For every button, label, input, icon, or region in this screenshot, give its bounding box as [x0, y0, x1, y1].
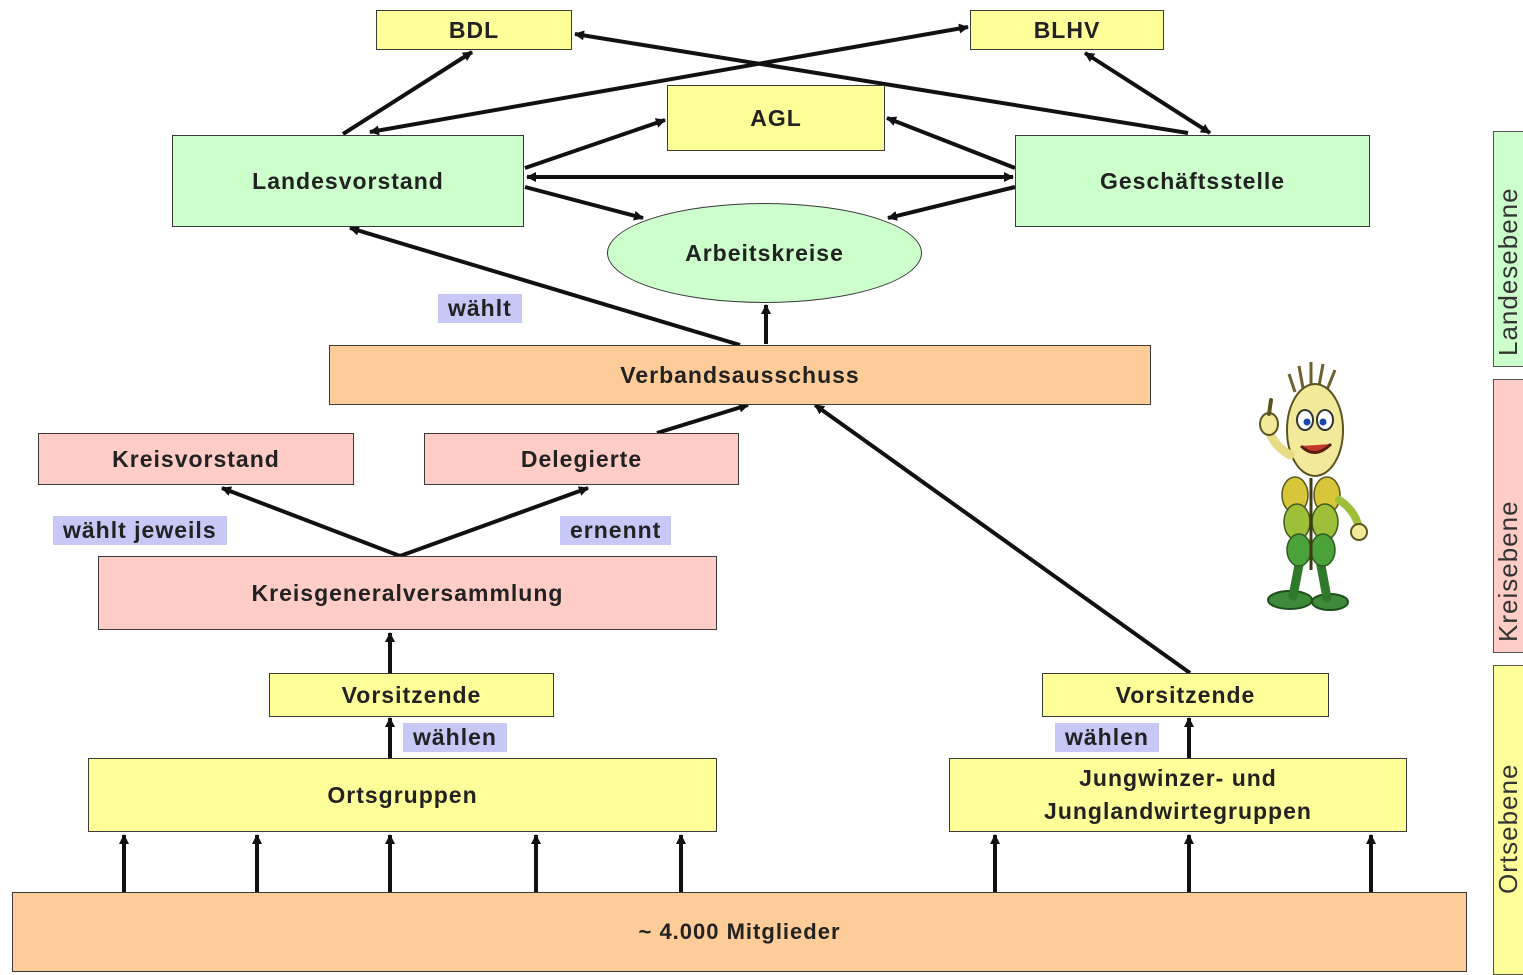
- node-delegierte: Delegierte: [424, 433, 739, 485]
- label-ernennt: ernennt: [560, 516, 672, 545]
- arrow-geschaeftsstelle-agl: [886, 116, 1016, 170]
- level-ortsebene: Ortsebene: [1493, 665, 1523, 975]
- label-waehlt-jeweils: wählt jeweils: [53, 516, 227, 545]
- node-landesvorstand: Landesvorstand: [172, 135, 524, 227]
- node-jungwinzer: Jungwinzer- und Junglandwirtegruppen: [949, 758, 1407, 832]
- arrow-kgv-delegierte: [399, 486, 589, 558]
- level-kreisebene: Kreisebene: [1493, 379, 1523, 653]
- arrow-kgv-kreisvorstand: [221, 486, 401, 558]
- level-ortsebene-label: Ortsebene: [1493, 763, 1523, 894]
- label-waehlen-left: wählen: [403, 723, 507, 752]
- node-blhv: BLHV: [970, 10, 1164, 50]
- arrow-geschaeftsstelle-arbeitskreise: [887, 185, 1016, 221]
- arrow-delegierte-verbandsausschuss: [656, 402, 749, 435]
- label-waehlen-right: wählen: [1055, 723, 1159, 752]
- node-mitglieder: ~ 4.000 Mitglieder: [12, 892, 1467, 972]
- level-landesebene: Landesebene: [1493, 131, 1523, 367]
- label-waehlt: wählt: [438, 294, 522, 323]
- arrow-vorsitzende-verbandsausschuss: [813, 403, 1192, 675]
- arrow-verbandsausschuss-landesvorstand: [349, 225, 741, 347]
- level-kreisebene-label: Kreisebene: [1493, 500, 1523, 642]
- jungwinzer-line-1: Jungwinzer- und: [1079, 765, 1277, 791]
- arrow-geschaeftsstelle-blhv: [1083, 51, 1212, 135]
- node-vorsitzende-right: Vorsitzende: [1042, 673, 1329, 717]
- wheat-mascot-icon: [1259, 362, 1368, 611]
- node-geschaeftsstelle: Geschäftsstelle: [1015, 135, 1370, 227]
- arrow-landesvorstand-arbeitskreise: [524, 185, 644, 221]
- node-verbandsausschuss: Verbandsausschuss: [329, 345, 1151, 405]
- jungwinzer-line-2: Junglandwirtegruppen: [1044, 798, 1312, 824]
- arrow-landesvorstand-bdl: [341, 50, 474, 136]
- arrow-landesvorstand-blhv: [369, 23, 969, 136]
- node-bdl: BDL: [376, 10, 572, 50]
- node-arbeitskreise: Arbeitskreise: [607, 203, 922, 303]
- node-kreisvorstand: Kreisvorstand: [38, 433, 354, 485]
- node-ortsgruppen: Ortsgruppen: [88, 758, 717, 832]
- node-kreisgeneralversammlung: Kreisgeneralversammlung: [98, 556, 717, 630]
- node-vorsitzende-left: Vorsitzende: [269, 673, 554, 717]
- arrow-landesvorstand-agl: [524, 118, 666, 170]
- level-landesebene-label: Landesebene: [1493, 187, 1523, 356]
- node-agl: AGL: [667, 85, 885, 151]
